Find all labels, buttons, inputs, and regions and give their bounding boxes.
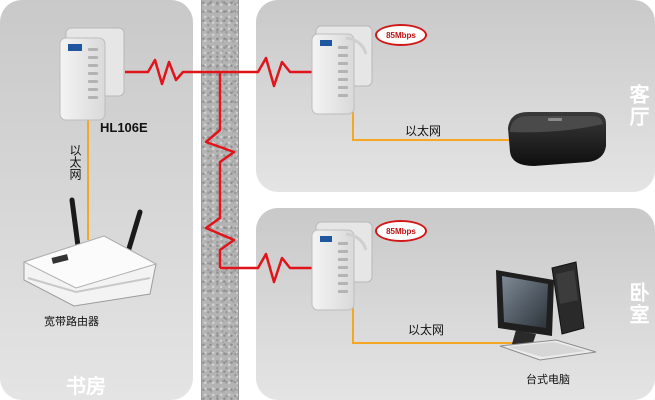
computer-label: 台式电脑 [526,373,570,386]
powerline-adapter-living-room [311,25,373,115]
ethernet-cable-bedroom [352,308,520,344]
powerline-trunk-vertical [204,72,236,268]
set-top-box [508,112,606,166]
desktop-computer [496,261,597,361]
powerline-branch-bedroom [220,252,312,284]
adapter-model-label: HL106E [100,120,148,135]
ethernet-label-bedroom: 以太网 [408,323,445,337]
room-name-bedroom: 卧室 [626,282,650,326]
room-name-study: 书房 [66,374,106,398]
speed-badge-bedroom: 85Mbps [375,220,427,242]
powerline-adapter-bedroom [311,221,373,311]
router-label: 宽带路由器 [44,315,99,328]
ethernet-cable-living [352,112,520,141]
broadband-router [22,197,158,307]
room-name-living-room: 客厅 [626,84,650,128]
powerline-trunk-horizontal [125,56,312,88]
powerline-wiring [125,56,312,284]
ethernet-label-study: 以太网 [68,144,82,180]
ethernet-label-living-room: 以太网 [405,124,442,138]
powerline-adapter-study [59,27,125,121]
speed-badge-living-room: 85Mbps [375,24,427,46]
ethernet-cables [87,112,520,344]
